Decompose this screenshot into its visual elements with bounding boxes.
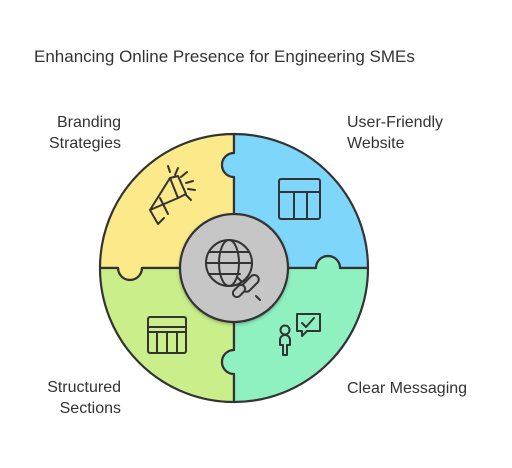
table-sections-icon [147,316,187,354]
label-user-friendly-website: User-Friendly Website [347,112,443,154]
globe-link-broken-icon [205,239,261,301]
website-layout-icon [278,178,321,220]
person-chat-check-icon [279,313,321,356]
label-branding-strategies: Branding Strategies [49,112,121,154]
label-line: Strategies [48,135,121,152]
label-clear-messaging: Clear Messaging [347,378,467,399]
label-line: User-Friendly [347,114,444,131]
label-line: Sections [59,400,121,417]
diagram-title: Enhancing Online Presence for Engineerin… [34,47,415,66]
label-line: Structured [47,379,121,396]
center-circle [178,212,290,324]
label-line: Clear Messaging [347,380,468,397]
label-line: Website [347,135,405,152]
megaphone-icon [149,165,196,225]
label-structured-sections: Structured Sections [47,377,121,419]
label-line: Branding [56,114,121,131]
